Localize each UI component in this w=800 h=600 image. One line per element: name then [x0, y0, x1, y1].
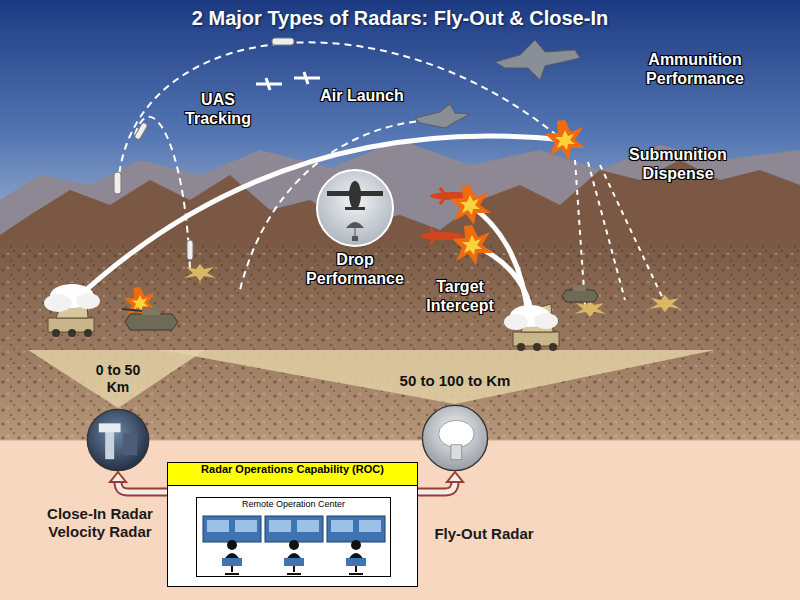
scene-label: Air Launch	[312, 86, 412, 105]
console-screen	[269, 520, 291, 532]
uas-drone	[294, 72, 320, 84]
range-label: 0 to 50 Km	[90, 362, 146, 396]
explosion	[452, 225, 493, 265]
operator	[227, 540, 237, 550]
console-illustration	[197, 512, 390, 576]
dashed-trajectory	[240, 120, 440, 290]
roc-header: Radar Operations Capability (ROC)	[168, 463, 417, 486]
impact	[574, 300, 606, 317]
console-screen	[235, 520, 257, 532]
fly-out-range-cone	[160, 350, 715, 404]
connector-outline	[118, 482, 167, 492]
launch-smoke	[44, 284, 100, 312]
arrow-head	[447, 472, 463, 482]
operator	[289, 540, 299, 550]
chair	[284, 558, 304, 566]
circle-shape	[87, 409, 148, 470]
uas-drone	[256, 78, 282, 90]
connector-fill	[118, 482, 167, 492]
chair-legs	[349, 566, 363, 574]
dashed-trajectory	[118, 42, 560, 185]
fly-out-trajectory	[75, 136, 565, 300]
close-in-range-cone	[28, 350, 205, 408]
radar-head	[99, 423, 121, 432]
console-screen	[331, 520, 353, 532]
box-label: Remote Operation Center	[197, 498, 390, 510]
scene-label: Drop Performance	[295, 250, 415, 288]
chair-legs	[225, 566, 239, 574]
scene-label: Submunition Dispense	[618, 145, 738, 183]
radar-frame	[123, 434, 137, 456]
parachute	[346, 222, 364, 241]
launch-aircraft	[415, 104, 470, 128]
radar-name: Fly-Out Radar	[419, 525, 549, 543]
missile	[272, 38, 294, 45]
scene-label: UAS Tracking	[178, 90, 258, 128]
connector-fill	[418, 482, 455, 492]
connector-arrow	[110, 472, 167, 492]
console-desk	[327, 516, 385, 542]
launch-smoke	[504, 305, 558, 330]
radar-pedestal	[451, 445, 462, 460]
range-label: 50 to 100 to Km	[385, 372, 525, 390]
chair	[346, 558, 366, 566]
tank	[562, 285, 598, 302]
explosion	[450, 185, 491, 225]
missile	[134, 122, 148, 141]
missile	[114, 172, 121, 194]
connector-outline	[418, 482, 455, 492]
console-screen	[207, 520, 229, 532]
radar-photo-circle: Close-In Radar Velocity Radar	[86, 408, 150, 472]
connector-arrow	[418, 472, 463, 492]
circle-outline	[421, 404, 489, 472]
circle-shape	[422, 405, 487, 470]
console-screen	[359, 520, 381, 532]
impact	[649, 295, 681, 312]
console-desk	[265, 516, 323, 542]
console-screen	[297, 520, 319, 532]
operation-center-box: Remote Operation Center	[196, 497, 391, 577]
scene-label: Target Intercept	[410, 277, 510, 315]
arrow-head	[110, 472, 126, 482]
radar-name: Close-In Radar Velocity Radar	[30, 505, 170, 541]
chair-legs	[287, 566, 301, 574]
scene-label: Ammunition Performance	[635, 50, 755, 88]
cargo-plane	[327, 181, 383, 210]
roc-panel: Radar Operations Capability (ROC) Remote …	[167, 462, 418, 587]
diagram-title: 2 Major Types of Radars: Fly-Out & Close…	[0, 6, 800, 30]
radar-dish	[439, 420, 474, 447]
impact	[184, 264, 216, 281]
drop-inset	[317, 170, 393, 246]
explosion	[545, 120, 586, 160]
console-desk	[203, 516, 261, 542]
operator	[351, 540, 361, 550]
circle-outline	[86, 408, 150, 472]
chair	[222, 558, 242, 566]
bomb	[187, 240, 193, 260]
fighter-jet	[495, 40, 580, 80]
tank	[122, 307, 178, 330]
radar-photo-circle: Fly-Out Radar	[421, 404, 489, 472]
